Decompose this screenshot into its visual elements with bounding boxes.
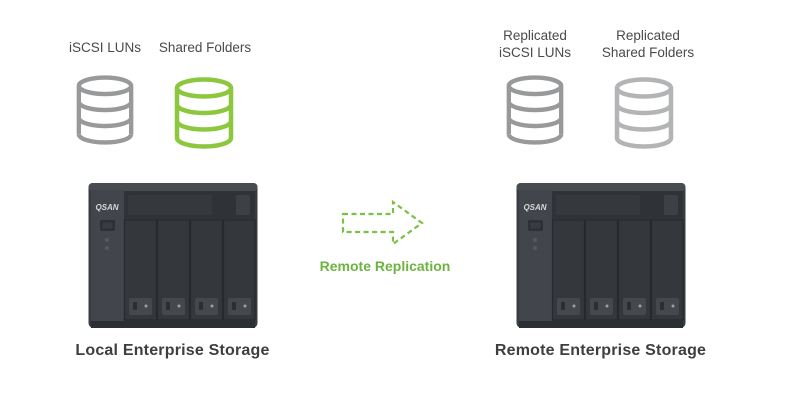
- iscsi-luns-database-icon: [74, 74, 136, 148]
- remote-storage-caption: Remote Enterprise Storage: [494, 342, 707, 359]
- shared-folders-label: Shared Folders: [158, 40, 252, 55]
- iscsi-luns-label: iSCSI LUNs: [68, 40, 141, 55]
- nas-logo: QSAN: [523, 203, 546, 212]
- remote-nas-device: QSAN: [516, 180, 686, 337]
- replication-arrow-icon: [340, 198, 426, 253]
- replicated-iscsi-luns-label: Replicated iSCSI LUNs: [498, 28, 571, 60]
- local-nas-device: QSAN: [88, 180, 258, 337]
- local-storage-caption: Local Enterprise Storage: [75, 342, 270, 359]
- replicated-iscsi-luns-database-icon: [504, 74, 566, 148]
- nas-logo: QSAN: [95, 203, 118, 212]
- replicated-shared-folders-label: Replicated Shared Folders: [601, 28, 695, 60]
- shared-folders-database-icon: [172, 76, 236, 152]
- remote-replication-label: Remote Replication: [319, 258, 451, 274]
- replicated-shared-folders-database-icon: [612, 76, 676, 152]
